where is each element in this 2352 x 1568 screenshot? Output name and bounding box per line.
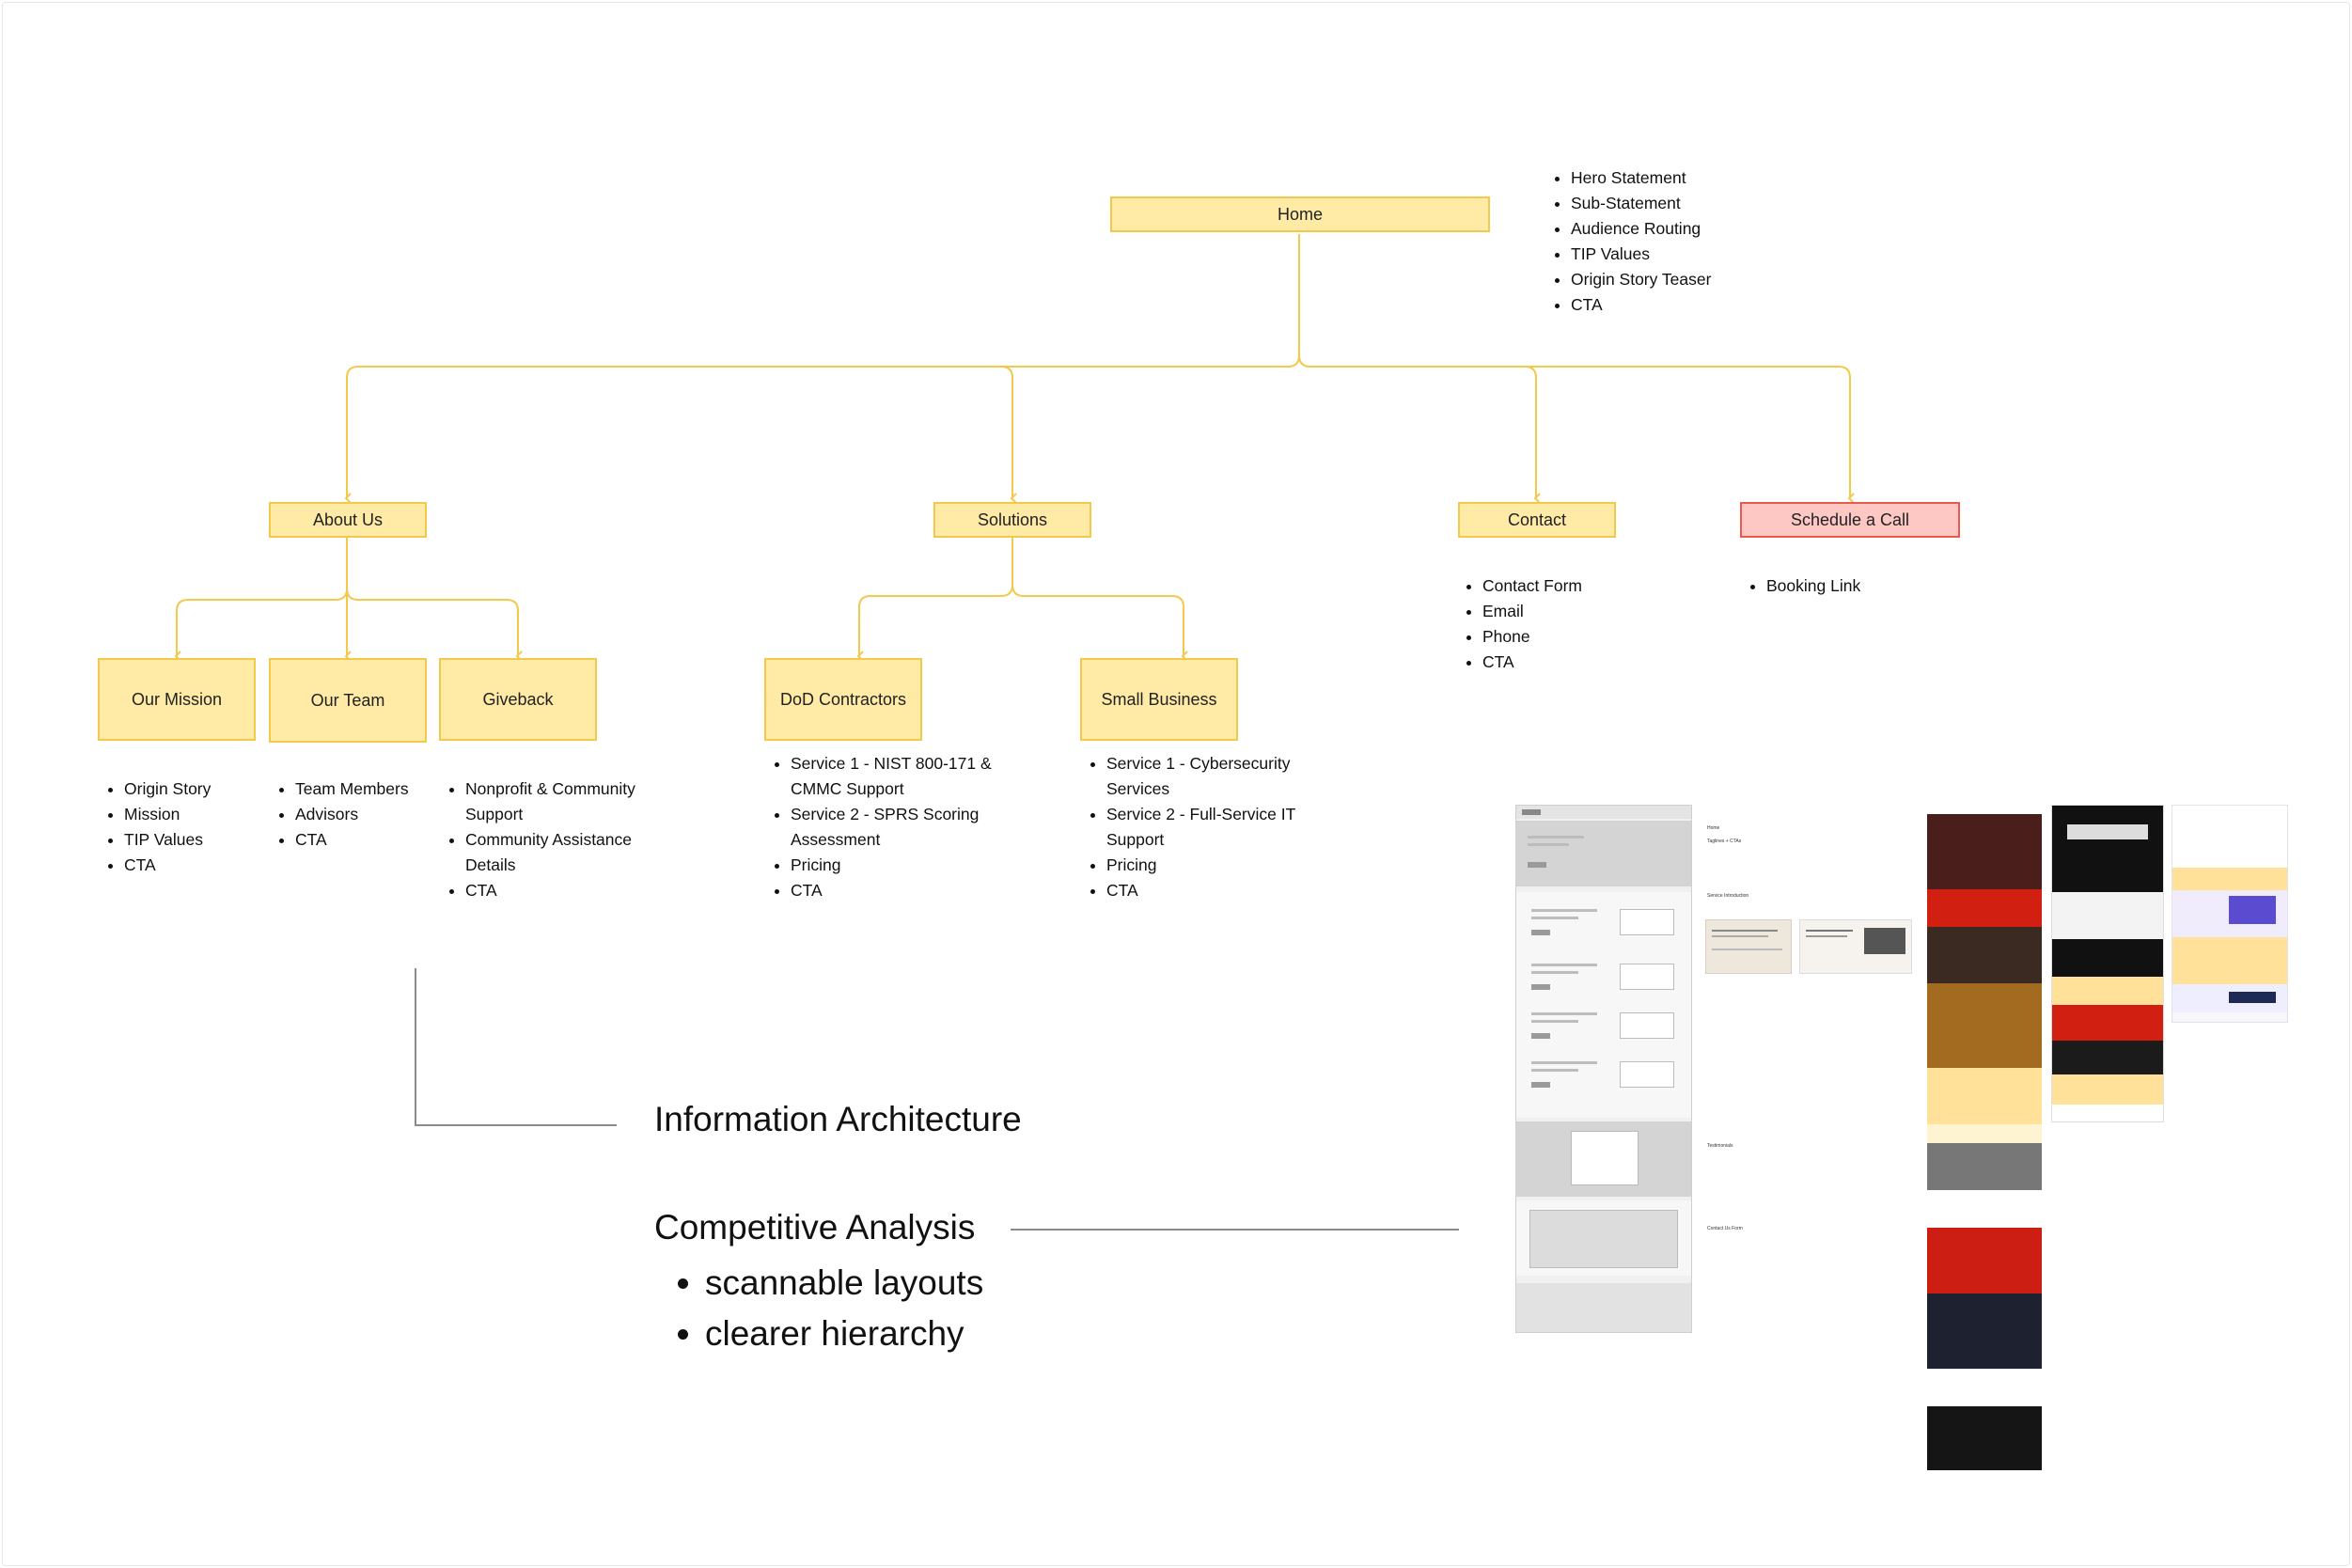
list-item: Email bbox=[1482, 599, 1670, 624]
list-item: CTA bbox=[1106, 878, 1334, 903]
list-item: Service 1 - NIST 800-171 & CMMC Support bbox=[791, 751, 1031, 802]
schedule-content-list: Booking Link bbox=[1746, 573, 1954, 599]
node-schedule-a-call[interactable]: Schedule a Call bbox=[1740, 502, 1960, 538]
wireframe-label-home: Home bbox=[1707, 825, 1720, 831]
list-item: clearer hierarchy bbox=[705, 1309, 1100, 1359]
node-about-us[interactable]: About Us bbox=[269, 502, 427, 538]
node-contact[interactable]: Contact bbox=[1458, 502, 1616, 538]
giveback-content-list: Nonprofit & Community Support Community … bbox=[445, 776, 682, 903]
contact-content-list: Contact Form Email Phone CTA bbox=[1462, 573, 1670, 675]
list-item: Origin Story bbox=[124, 776, 274, 802]
list-item: CTA bbox=[1482, 650, 1670, 675]
list-item: scannable layouts bbox=[705, 1258, 1100, 1309]
competitor-screenshot-thumbnail bbox=[2051, 805, 2164, 1122]
home-content-list: Hero Statement Sub-Statement Audience Ro… bbox=[1550, 165, 1796, 318]
node-dod-contractors[interactable]: DoD Contractors bbox=[764, 658, 922, 741]
list-item: Service 2 - Full-Service IT Support bbox=[1106, 802, 1334, 853]
information-architecture-label: Information Architecture bbox=[654, 1100, 1022, 1138]
node-our-team[interactable]: Our Team bbox=[269, 658, 427, 743]
list-item: Booking Link bbox=[1766, 573, 1954, 599]
wireframe-label-testimonials: Testimonials bbox=[1707, 1143, 1733, 1149]
list-item: Service 2 - SPRS Scoring Assessment bbox=[791, 802, 1031, 853]
list-item: Nonprofit & Community Support bbox=[465, 776, 682, 827]
list-item: Hero Statement bbox=[1571, 165, 1796, 191]
node-home[interactable]: Home bbox=[1110, 196, 1490, 232]
list-item: Mission bbox=[124, 802, 274, 827]
list-item: Contact Form bbox=[1482, 573, 1670, 599]
node-giveback[interactable]: Giveback bbox=[439, 658, 597, 741]
list-item: Sub-Statement bbox=[1571, 191, 1796, 216]
team-content-list: Team Members Advisors CTA bbox=[274, 776, 446, 853]
competitive-analysis-label: Competitive Analysis bbox=[654, 1208, 976, 1247]
small-business-content-list: Service 1 - Cybersecurity Services Servi… bbox=[1086, 751, 1334, 903]
card-thumbnail bbox=[1705, 919, 1792, 974]
list-item: CTA bbox=[124, 853, 274, 878]
list-item: Advisors bbox=[295, 802, 446, 827]
node-small-business[interactable]: Small Business bbox=[1080, 658, 1238, 741]
wireframe-label-contact: Contact Us Form bbox=[1707, 1226, 1743, 1231]
list-item: CTA bbox=[295, 827, 446, 853]
wireframe-label-services: Service Introduction bbox=[1707, 893, 1749, 899]
list-item: CTA bbox=[1571, 292, 1796, 318]
list-item: TIP Values bbox=[124, 827, 274, 853]
card-thumbnail bbox=[1799, 919, 1912, 974]
competitor-screenshot-thumbnail bbox=[1927, 805, 2042, 1470]
list-item: Pricing bbox=[1106, 853, 1334, 878]
dod-content-list: Service 1 - NIST 800-171 & CMMC Support … bbox=[770, 751, 1031, 903]
list-item: Team Members bbox=[295, 776, 446, 802]
list-item: Pricing bbox=[791, 853, 1031, 878]
node-our-mission[interactable]: Our Mission bbox=[98, 658, 256, 741]
list-item: TIP Values bbox=[1571, 242, 1796, 267]
list-item: CTA bbox=[465, 878, 682, 903]
node-solutions[interactable]: Solutions bbox=[933, 502, 1091, 538]
wireframe-label-taglines: Taglines + CTAs bbox=[1707, 839, 1742, 844]
list-item: Phone bbox=[1482, 624, 1670, 650]
list-item: CTA bbox=[791, 878, 1031, 903]
list-item: Origin Story Teaser bbox=[1571, 267, 1796, 292]
list-item: Audience Routing bbox=[1571, 216, 1796, 242]
home-wireframe-thumbnail bbox=[1515, 805, 1692, 1333]
mission-content-list: Origin Story Mission TIP Values CTA bbox=[103, 776, 274, 878]
list-item: Service 1 - Cybersecurity Services bbox=[1106, 751, 1334, 802]
competitive-analysis-points: scannable layouts clearer hierarchy bbox=[654, 1258, 1100, 1359]
competitor-screenshot-thumbnail bbox=[2172, 805, 2288, 1023]
list-item: Community Assistance Details bbox=[465, 827, 682, 878]
